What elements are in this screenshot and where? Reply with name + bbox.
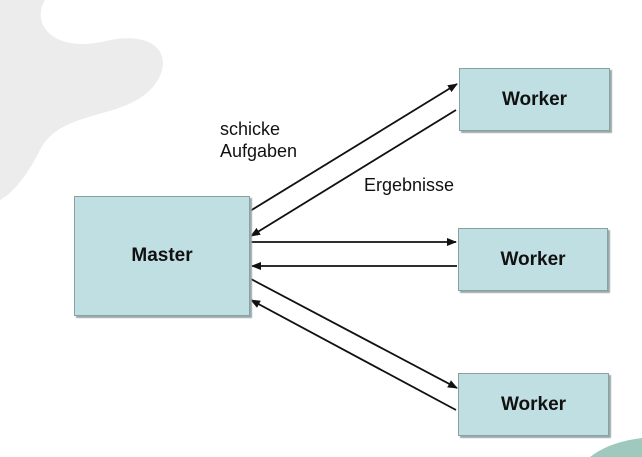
results-label: Ergebnisse — [364, 175, 455, 195]
master-node: Master — [74, 196, 250, 316]
worker-top-label: Worker — [501, 88, 568, 110]
send-tasks-line1: schicke — [220, 119, 281, 139]
send-tasks-label: schicke Aufgaben — [220, 118, 297, 162]
corner-accent — [590, 438, 642, 457]
arrow-result-from-worker-bottom — [250, 299, 457, 411]
arrow-task-to-worker-bottom — [250, 278, 458, 389]
worker-bottom-label: Worker — [500, 393, 567, 415]
worker-node-middle: Worker — [458, 228, 608, 291]
arrow-task-to-worker-top — [249, 83, 458, 212]
worker-middle-label: Worker — [500, 248, 566, 270]
send-tasks-line2: Aufgaben — [220, 141, 298, 161]
background-shape — [0, 0, 163, 200]
master-label: Master — [131, 245, 193, 266]
arrow-result-from-worker-top — [250, 109, 457, 237]
worker-node-bottom: Worker — [458, 373, 609, 436]
worker-node-top: Worker — [459, 68, 610, 131]
